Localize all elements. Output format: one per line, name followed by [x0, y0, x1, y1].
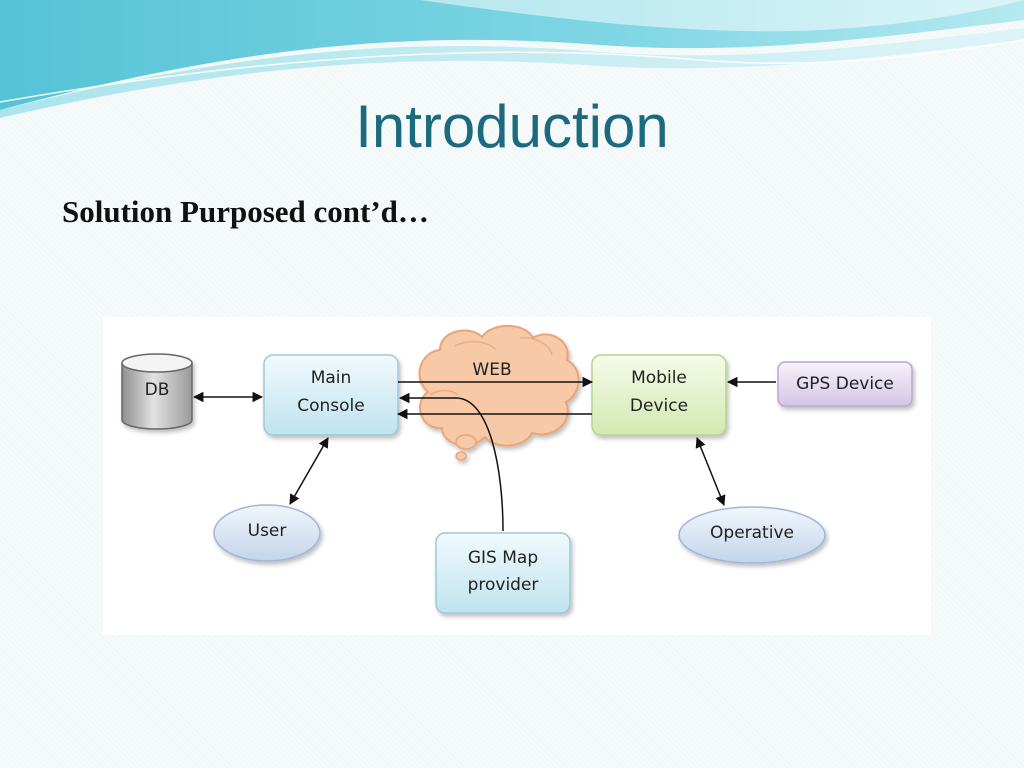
operative-ellipse [678, 506, 826, 564]
gps-device-label: GPS Device [796, 374, 894, 394]
slide-subtitle: Solution Purposed cont’d… [62, 194, 429, 229]
gis-map-provider-label-line2: provider [468, 575, 539, 595]
user-label: User [248, 521, 287, 541]
user-ellipse [213, 504, 321, 562]
slide-title: Introduction [355, 93, 669, 160]
mobile-operative-arrow [695, 437, 726, 506]
header-wave-decoration [0, 0, 1024, 118]
gis-map-provider-box [435, 532, 571, 614]
db-cylinder [121, 353, 193, 430]
gis-map-provider-label-line1: GIS Map [468, 548, 538, 568]
main-console-box [263, 354, 399, 436]
mobile-device-box [591, 354, 727, 436]
gps-device-box [777, 361, 913, 407]
mobile-device-label-line2: Device [630, 396, 688, 416]
web-label: WEB [472, 360, 511, 380]
web-cloud [418, 324, 580, 461]
main-console-label-line2: Console [297, 396, 365, 416]
mobile-device-label-line1: Mobile [631, 368, 687, 388]
db-label: DB [145, 380, 170, 400]
operative-label: Operative [710, 523, 794, 543]
architecture-diagram: WEB DB Main Console Mobile Device GPS De… [103, 317, 931, 635]
gis-to-console-arrow [398, 392, 504, 532]
console-user-arrow [289, 437, 329, 505]
main-console-label-line1: Main [311, 368, 352, 388]
